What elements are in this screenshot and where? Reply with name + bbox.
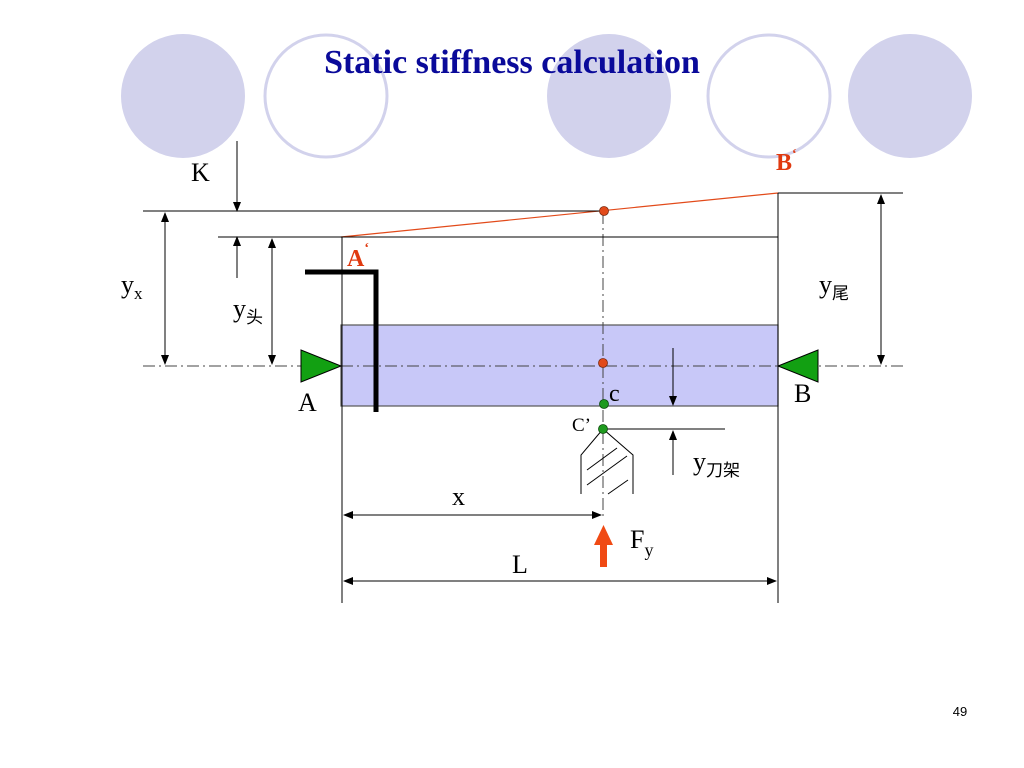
label-a-prime-main: A (347, 246, 365, 272)
label-yhead-main: y (233, 294, 246, 323)
deco-circle-outline-2 (706, 33, 832, 159)
workpiece-shaft (340, 324, 779, 407)
page-number: 49 (952, 704, 968, 719)
label-ytoolpost-main: y (693, 447, 706, 476)
label-a: A (298, 388, 317, 417)
deco-circle-outline-1 (263, 33, 389, 159)
label-yhead-sub: 头 (246, 308, 263, 328)
label-c-prime: C’ (572, 415, 591, 436)
label-yhead: y头 (233, 294, 263, 328)
label-b-prime-mark: ‘ (792, 147, 797, 162)
point-c (599, 399, 609, 409)
label-fy: Fy (630, 525, 653, 560)
point-c-prime (598, 424, 608, 434)
deco-circle-filled-2 (547, 34, 671, 158)
label-x: x (452, 482, 465, 511)
label-b-prime: B‘ (776, 147, 797, 176)
label-a-prime: A‘ (347, 241, 369, 272)
label-k: K (191, 158, 210, 187)
label-b-prime-main: B (776, 150, 792, 176)
tool-post (580, 428, 634, 495)
label-ytoolpost: y刀架 (693, 447, 740, 481)
support-b (776, 349, 819, 383)
header-decoration (121, 33, 972, 159)
label-fy-main: F (630, 525, 644, 554)
slide-title: Static stiffness calculation (324, 44, 700, 81)
support-a (300, 349, 343, 383)
label-ytail: y尾 (819, 270, 849, 304)
label-fy-sub: y (644, 540, 653, 560)
point-deflected-section (599, 206, 609, 216)
force-arrow (594, 525, 613, 567)
label-ytail-main: y (819, 270, 832, 299)
label-ytail-sub: 尾 (832, 284, 849, 304)
label-ytoolpost-sub: 刀架 (706, 461, 740, 481)
deco-circle-filled-1 (121, 34, 245, 158)
label-a-prime-mark: ‘ (364, 241, 369, 256)
label-l: L (512, 550, 528, 579)
deflection-line (340, 192, 779, 238)
label-yx-main: y (121, 270, 134, 299)
label-yx: yx (121, 270, 143, 303)
label-b: B (794, 379, 811, 408)
deco-circle-filled-3 (848, 34, 972, 158)
point-center-section (598, 358, 608, 368)
label-c: c (609, 381, 620, 407)
label-yx-sub: x (134, 284, 143, 303)
headstock-chuck (305, 269, 379, 412)
